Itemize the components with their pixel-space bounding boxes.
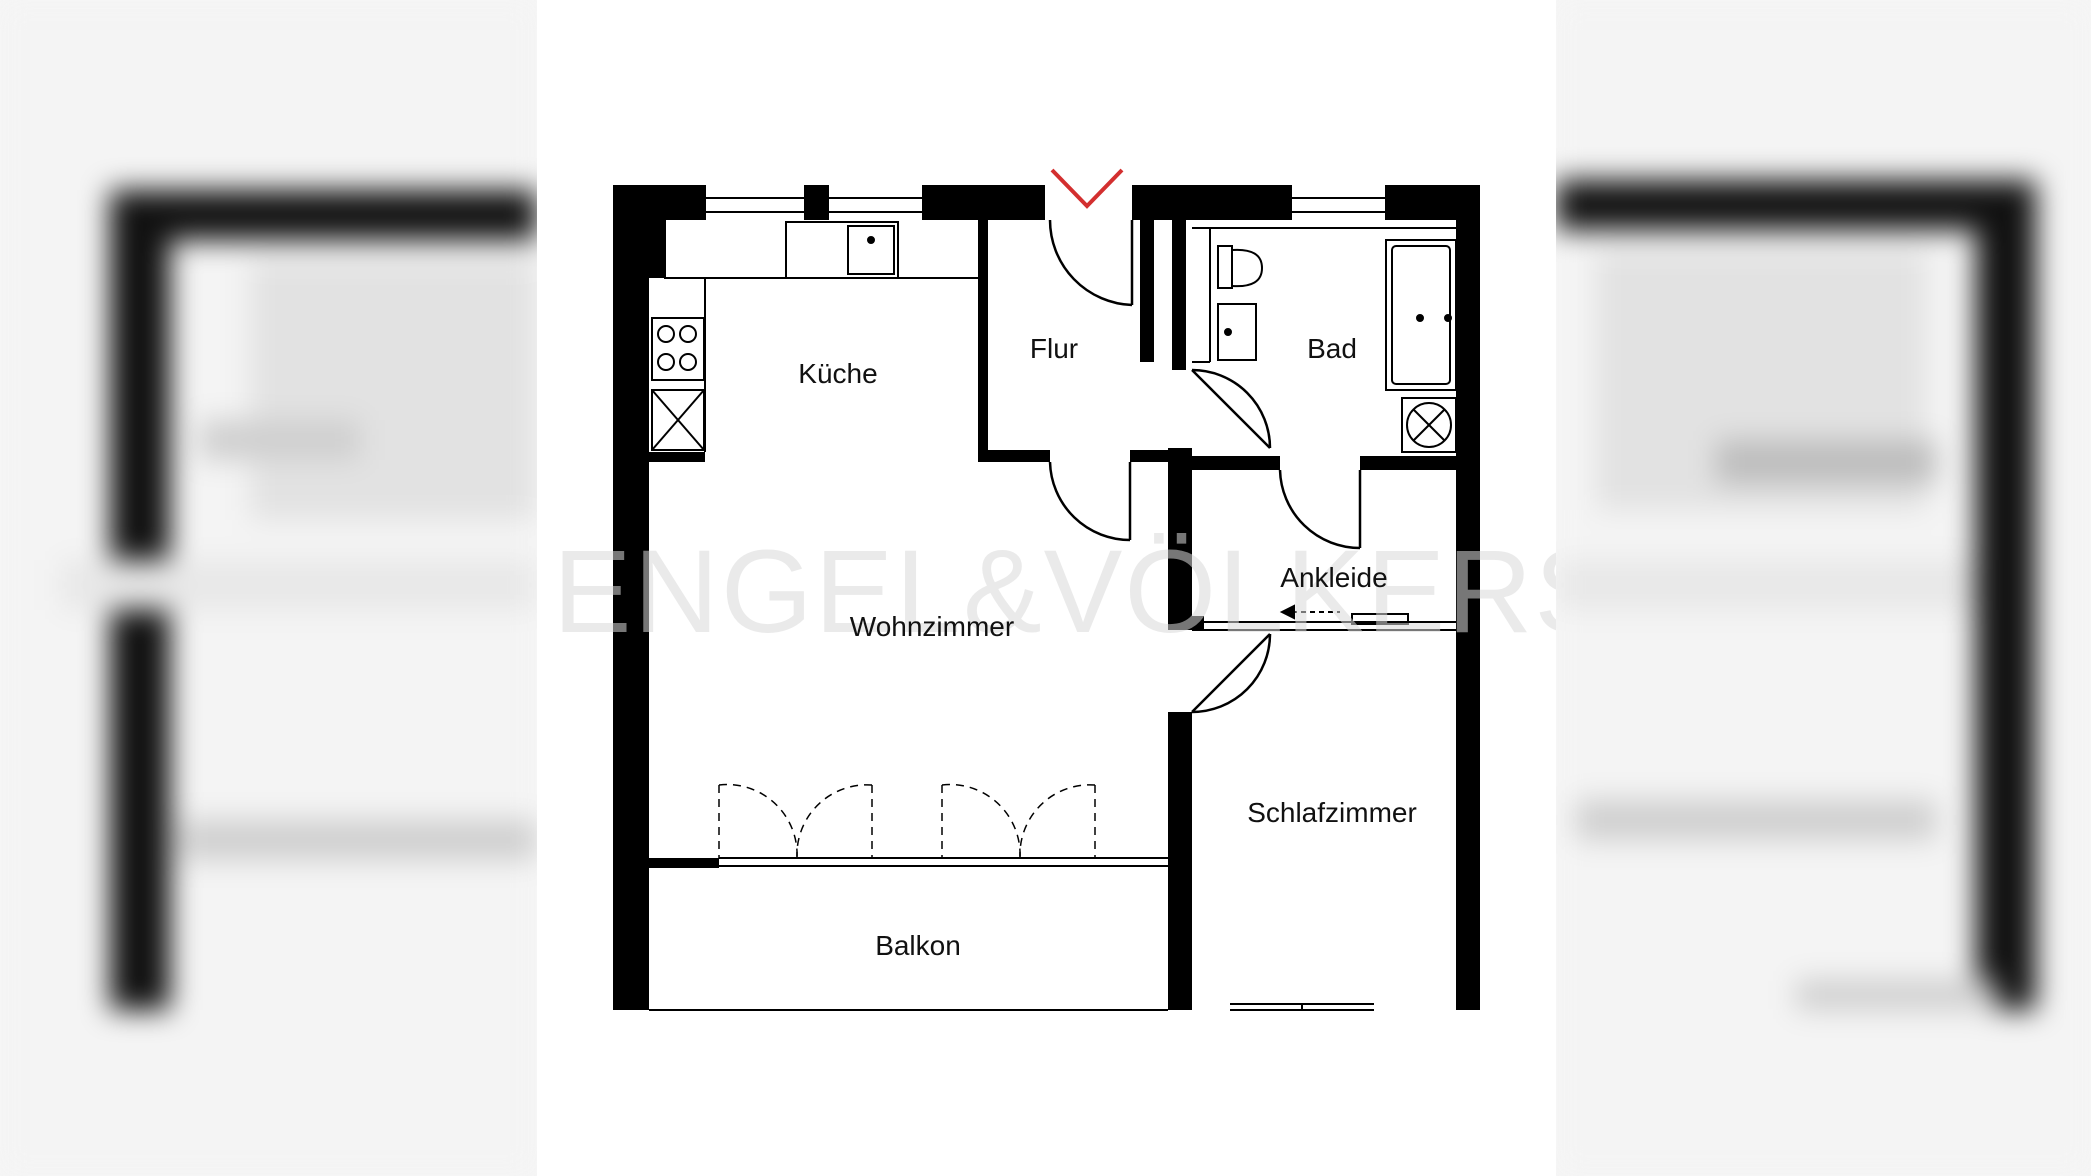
room-label-flur: Flur <box>1030 333 1078 364</box>
walls <box>613 185 1480 1010</box>
room-label-wohnzimmer: Wohnzimmer <box>850 611 1014 642</box>
floor-plan: ENGEL&VÖLKERS Küche Flur Bad Ankleide Wo… <box>537 0 1556 1176</box>
doors <box>1048 219 1362 714</box>
room-label-balkon: Balkon <box>875 930 961 961</box>
toilet-icon <box>1217 245 1264 289</box>
room-label-bad: Bad <box>1307 333 1357 364</box>
blurred-background-left <box>0 0 537 1176</box>
fridge-icon <box>651 389 705 451</box>
thin-lines <box>649 197 1456 1011</box>
watermark-logo: ENGEL&VÖLKERS <box>553 526 1556 658</box>
sink-icon <box>847 225 895 275</box>
sliding-door-arrow-icon <box>1279 604 1409 625</box>
entrance-chevron-icon <box>1050 168 1124 209</box>
french-doors <box>718 783 1096 859</box>
washbasin-icon <box>1217 303 1257 361</box>
shower-tray-icon <box>1401 397 1457 453</box>
stove-icon <box>651 317 705 381</box>
floor-plan-drawing: ENGEL&VÖLKERS Küche Flur Bad Ankleide Wo… <box>553 168 1556 1011</box>
room-label-ankleide: Ankleide <box>1280 562 1387 593</box>
bathtub-icon <box>1385 239 1457 391</box>
blurred-background-right <box>1556 0 2091 1176</box>
room-label-kueche: Küche <box>798 358 877 389</box>
room-label-schlafzimmer: Schlafzimmer <box>1247 797 1417 828</box>
